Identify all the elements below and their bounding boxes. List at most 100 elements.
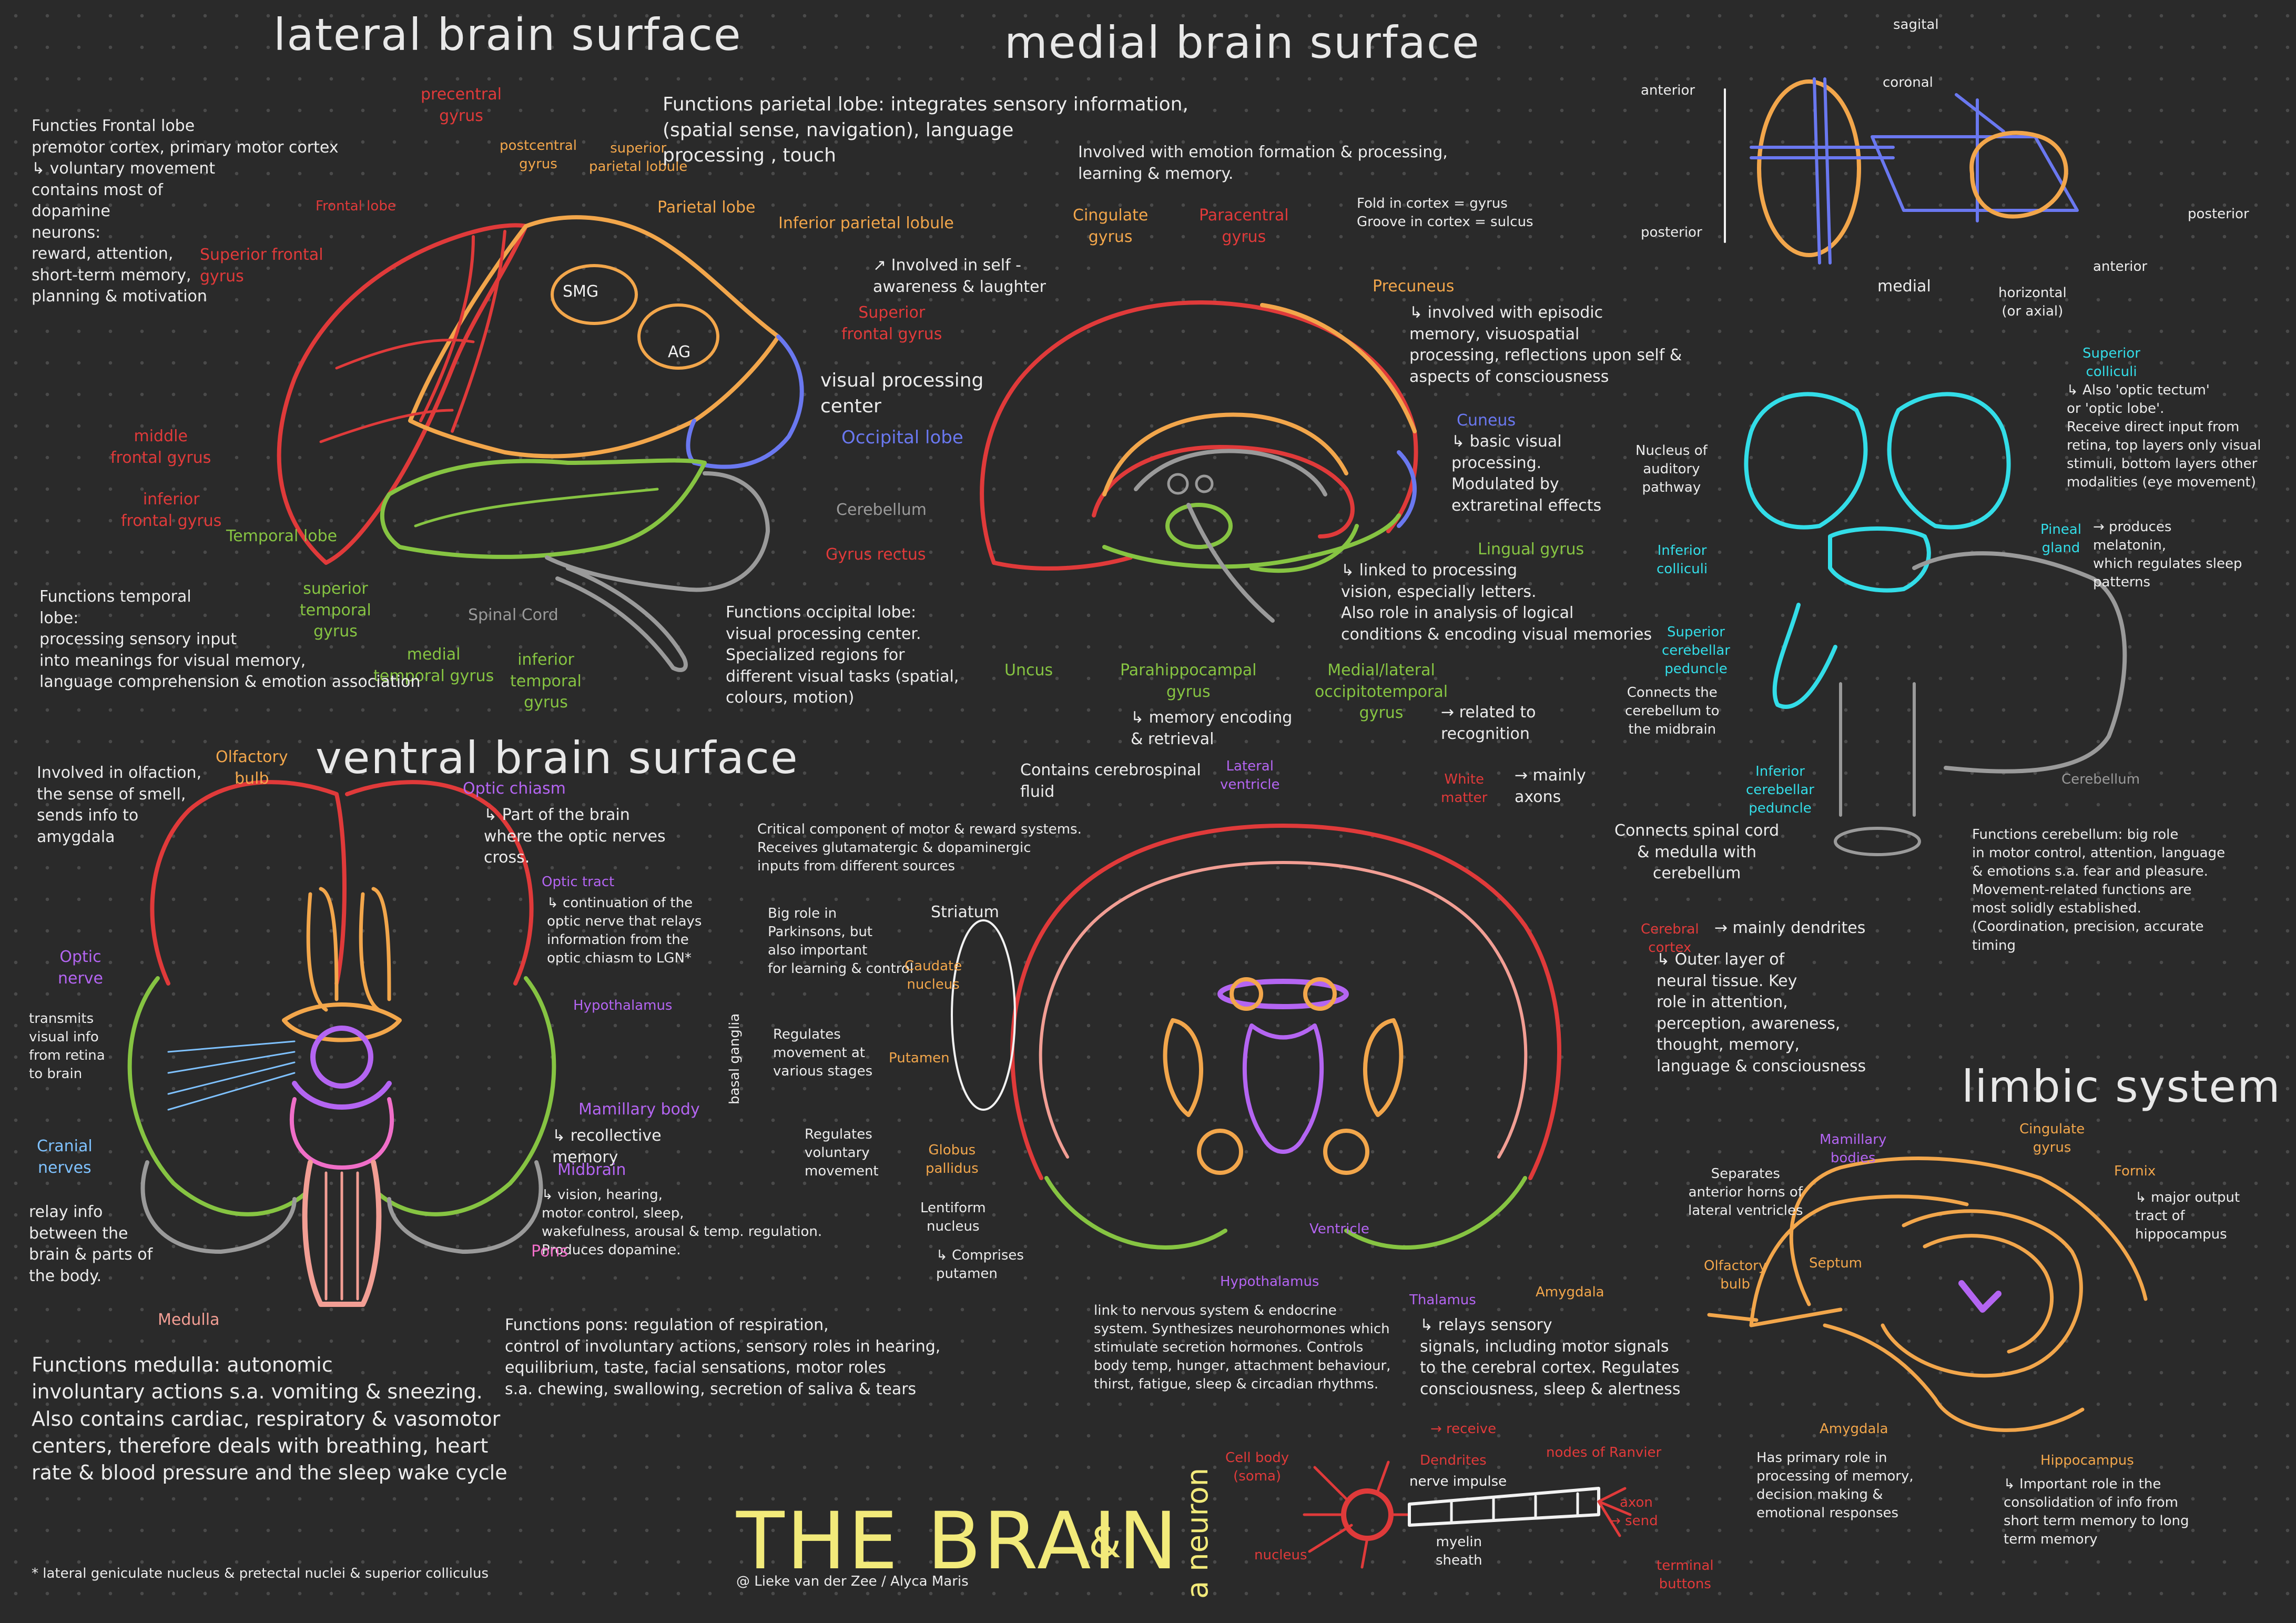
pineal-gland-label: Pineal gland	[2040, 522, 2081, 556]
midbrain-label: Midbrain	[557, 1161, 626, 1179]
optic-nerve-desc: transmits visual info from retina to bra…	[29, 1011, 105, 1082]
limbic-olfactory-label: Olfactory bulb	[1704, 1258, 1767, 1293]
comprises-note: ↳ Comprises putamen	[936, 1247, 1024, 1282]
olfactory-bulb-label: Olfactory bulb	[216, 748, 288, 788]
superior-frontal-medial-label: Superior frontal gyrus	[841, 303, 942, 343]
optic-chiasm-desc: ↳ Part of the brain where the optic nerv…	[484, 806, 666, 867]
neuron-drawing	[1303, 1460, 1632, 1569]
brainstem-drawing	[1744, 392, 2127, 856]
lentiform-nucleus-label: Lentiform nucleus	[920, 1200, 986, 1235]
medial-temporal-label: medial temporal gyrus	[373, 645, 494, 685]
precuneus-label: Precuneus	[1373, 277, 1455, 296]
midbrain-desc: ↳ vision, hearing, motor control, sleep,…	[542, 1187, 822, 1259]
pons-label: Pons	[531, 1242, 568, 1261]
superior-colliculi-desc: ↳ Also 'optic tectum' or 'optic lobe'. R…	[2067, 382, 2261, 491]
cuneus-desc: ↳ basic visual processing. Modulated by …	[1451, 432, 1602, 515]
medial-involved: Involved with emotion formation & proces…	[1078, 143, 1448, 183]
globus-pallidus-label: Globus pallidus	[926, 1142, 979, 1177]
parietal-functions: Functions parietal lobe: integrates sens…	[663, 94, 1188, 167]
fornix-label: Fornix	[2114, 1163, 2156, 1179]
plane-coronal: coronal	[1883, 75, 1933, 90]
nucleus-auditory-label: Nucleus of auditory pathway	[1635, 443, 1708, 496]
temporal-lobe-label: Temporal lobe	[226, 527, 338, 545]
lingual-gyrus-label: Lingual gyrus	[1478, 540, 1584, 559]
cranial-desc: relay info between the brain & parts of …	[29, 1203, 153, 1285]
plane-anterior-left: anterior	[1641, 83, 1695, 98]
precentral-gyrus-label: precentral gyrus	[421, 85, 502, 125]
frontal-lobe-label: Frontal lobe	[316, 198, 396, 214]
mamillary-desc: ↳ recollective memory	[552, 1127, 662, 1166]
basal-ganglia-label: basal ganglia	[727, 1013, 743, 1104]
planes-drawing	[1724, 77, 2079, 265]
neuron-myelin: myelin sheath	[1436, 1534, 1482, 1569]
neuron-nucleus: nucleus	[1254, 1547, 1307, 1563]
spinal-cord-label: Spinal Cord	[468, 606, 558, 624]
plane-posterior-left: posterior	[1641, 225, 1702, 240]
neuron-send: → send	[1609, 1513, 1658, 1529]
inferior-peduncle-label: Inferior cerebellar peduncle	[1746, 764, 1814, 817]
hypothalamus-ventral-label: Hypothalamus	[573, 998, 673, 1013]
plane-anterior-right: anterior	[2093, 259, 2148, 275]
visual-center-note: visual processing center	[820, 370, 984, 417]
limbic-drawing	[1707, 1157, 2148, 1432]
uncus-label: Uncus	[1004, 661, 1053, 679]
heading-lateral: lateral brain surface	[273, 9, 742, 60]
parkinsons-note: Big role in Parkinsons, but also importa…	[768, 906, 914, 977]
frontal-lobe-functions: Functies Frontal lobe premotor cortex, p…	[32, 117, 339, 306]
medial-lateral-occipitotemporal-label: Medial/lateral occipitotemporal gyrus	[1315, 661, 1448, 722]
and-symbol: &	[1089, 1518, 1122, 1567]
hippocampus-desc: ↳ Important role in the consolidation of…	[2004, 1476, 2189, 1548]
cerebellum-label-lateral: Cerebellum	[836, 501, 927, 519]
neuron-nerve-impulse: nerve impulse	[1409, 1474, 1507, 1489]
connects-spinal-note: Connects spinal cord & medulla with cere…	[1614, 821, 1780, 882]
parahippocampal-label: Parahippocampal gyrus	[1120, 661, 1257, 701]
credits: @ Lieke van der Zee / Alyca Maris	[736, 1574, 969, 1589]
thalamus-label: Thalamus	[1409, 1292, 1476, 1308]
ag-label: AG	[668, 343, 691, 361]
occipital-functions: Functions occipital lobe: visual process…	[726, 603, 959, 707]
hypothalamus-desc: link to nervous system & endocrine syste…	[1094, 1303, 1391, 1393]
plane-posterior-right: posterior	[2188, 206, 2249, 222]
superior-colliculi-label: Superior colliculi	[2082, 346, 2140, 380]
lateral-ventricle-label: Lateral ventricle	[1220, 758, 1280, 793]
putamen-label: Putamen	[889, 1050, 950, 1066]
cerebral-cortex-label: Cerebral cortex	[1641, 921, 1699, 956]
optic-nerve-label: Optic nerve	[58, 948, 104, 988]
superior-peduncle-label: Superior cerebellar peduncle	[1662, 624, 1730, 677]
inferior-parietal-label: Inferior parietal lobule	[778, 214, 954, 232]
inferior-frontal-label: inferior frontal gyrus	[121, 490, 222, 530]
optic-tract-desc: ↳ continuation of the optic nerve that r…	[547, 895, 702, 967]
heading-ventral: ventral brain surface	[316, 732, 799, 784]
occipital-lobe-label: Occipital lobe	[841, 427, 963, 448]
mainly-axons-note: → mainly axons	[1515, 766, 1586, 806]
limbic-cingulate-label: Cingulate gyrus	[2019, 1121, 2085, 1156]
limbic-mamillary-label: Mamillary bodies	[1820, 1132, 1887, 1166]
superior-frontal-label: Superior frontal gyrus	[200, 246, 323, 286]
plane-sagital: sagital	[1893, 17, 1939, 33]
cingulate-gyrus-label: Cingulate gyrus	[1073, 206, 1149, 246]
fornix-desc: ↳ major output tract of hippocampus	[2135, 1190, 2240, 1243]
neuron-receive: → receive	[1430, 1421, 1497, 1437]
separates-note: Separates anterior horns of lateral vent…	[1688, 1166, 1803, 1219]
cerebellum-functions: Functions cerebellum: big role in motor …	[1972, 827, 2226, 953]
amygdala-coronal-label: Amygdala	[1536, 1284, 1604, 1300]
precuneus-desc: ↳ involved with episodic memory, visuosp…	[1409, 303, 1682, 386]
plane-medial: medial	[1877, 277, 1931, 296]
temporal-functions: Functions temporal lobe: processing sens…	[39, 587, 421, 691]
paracentral-label: Paracentral gyrus	[1199, 206, 1289, 246]
limbic-amygdala-label: Amygdala	[1820, 1421, 1888, 1437]
plane-horizontal: horizontal (or axial)	[1998, 285, 2067, 320]
neuron-dendrites: Dendrites	[1420, 1453, 1487, 1468]
mainly-dendrites-note: → mainly dendrites	[1714, 919, 1866, 937]
striatum-desc: Critical component of motor & reward sys…	[757, 821, 1082, 875]
pineal-desc: → produces melatonin, which regulates sl…	[2093, 519, 2242, 591]
medial-brain-drawing	[980, 300, 1418, 623]
medulla-functions: Functions medulla: autonomic involuntary…	[32, 1353, 507, 1485]
smg-label: SMG	[563, 282, 599, 301]
lingual-desc: ↳ linked to processing vision, especiall…	[1341, 561, 1652, 644]
neuron-axon: axon	[1620, 1495, 1653, 1510]
neuron-nodes: nodes of Ranvier	[1546, 1445, 1662, 1460]
superior-parietal-label: superior parietal lobule	[589, 140, 688, 175]
neuron-cell-body: Cell body (soma)	[1225, 1450, 1289, 1485]
